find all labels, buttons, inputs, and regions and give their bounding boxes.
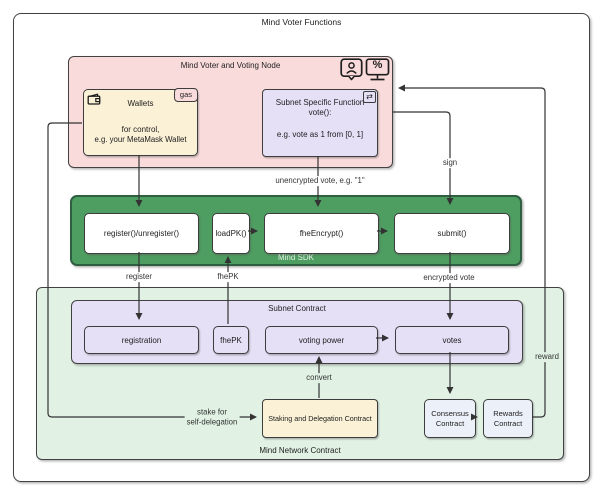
register-fn-label: register()/unregister() (103, 229, 180, 238)
registration-label: registration (121, 335, 162, 345)
mind-sdk-container: Mind SDK register()/unregister() loadPK(… (70, 195, 522, 266)
fheencrypt-fn-label: fheEncrypt() (299, 229, 344, 238)
edge-label-convert: convert (304, 373, 334, 383)
votes-node: votes (395, 326, 509, 354)
voting-node-container: Mind Voter and Voting Node % (68, 56, 393, 168)
subnet-function-line3: e.g. vote as 1 from [0, 1] (276, 130, 364, 139)
voting-power-label: voting power (298, 335, 345, 345)
staking-node: Staking and Delegation Contract (262, 399, 378, 438)
wallets-node: gas Wallets for control, e.g. your MetaM… (83, 88, 198, 156)
staking-label: Staking and Delegation Contract (268, 414, 372, 423)
swap-icon: ⇄ (363, 91, 376, 103)
rewards-line2: Contract (493, 418, 523, 428)
consensus-line2: Contract (435, 418, 465, 428)
consensus-node: Consensus Contract (424, 399, 476, 438)
edge-label-reward: reward (533, 352, 561, 362)
fhepk-node: fhePK (213, 326, 249, 354)
edge-label-stake-line1: stake for (197, 407, 227, 417)
submit-fn-label: submit() (437, 229, 467, 238)
percent-glyph: % (372, 59, 383, 71)
edge-label-stake-line2: self-delegation (186, 417, 238, 426)
wallet-icon (87, 93, 101, 107)
consensus-line1: Consensus (431, 408, 469, 418)
mind-sdk-title: Mind SDK (277, 253, 314, 262)
wallets-line1: for control, (121, 125, 160, 134)
voting-node-icons: % (340, 58, 390, 87)
subnet-function-line2: vote(): (308, 108, 332, 117)
voting-power-node: voting power (265, 326, 378, 354)
subnet-contract-title: Subnet Contract (268, 304, 326, 313)
swap-glyph: ⇄ (366, 92, 373, 101)
voter-person-icon (340, 58, 363, 87)
subnet-function-line1: Subnet Specific Function (275, 98, 365, 107)
edge-label-unencrypted-vote: unencrypted vote, e.g. "1" (273, 176, 367, 186)
register-fn-node: register()/unregister() (84, 213, 199, 254)
edge-label-register: register (124, 272, 154, 282)
fheencrypt-fn-node: fheEncrypt() (264, 213, 379, 254)
diagram-title: Mind Voter Functions (261, 17, 342, 27)
submit-fn-node: submit() (394, 213, 510, 254)
gas-badge: gas (173, 88, 198, 102)
mind-network-title: Mind Network Contract (259, 446, 341, 455)
loadpk-fn-label: loadPK() (215, 229, 247, 238)
edge-label-sign: sign (440, 158, 460, 168)
fhepk-label: fhePK (220, 335, 242, 345)
rewards-node: Rewards Contract (483, 399, 533, 438)
voting-node-title: Mind Voter and Voting Node (180, 61, 281, 70)
mind-network-container: Mind Network Contract Subnet Contract re… (36, 287, 564, 460)
votes-label: votes (442, 335, 462, 345)
edge-label-fhepk: fhePK (215, 272, 241, 282)
edge-label-encrypted-vote: encrypted vote (421, 273, 477, 283)
rewards-line1: Rewards (493, 408, 523, 418)
registration-node: registration (84, 326, 199, 354)
wallets-title: Wallets (127, 99, 154, 108)
wallets-line2: e.g. your MetaMask Wallet (94, 135, 187, 144)
percent-display-icon: % (365, 58, 390, 82)
subnet-contract-container: Subnet Contract registration fhePK votin… (71, 300, 523, 364)
edge-label-stake: stake for self-delegation (184, 407, 240, 427)
subnet-function-node: ⇄ Subnet Specific Function vote(): e.g. … (262, 89, 378, 157)
loadpk-fn-node: loadPK() (212, 213, 250, 254)
